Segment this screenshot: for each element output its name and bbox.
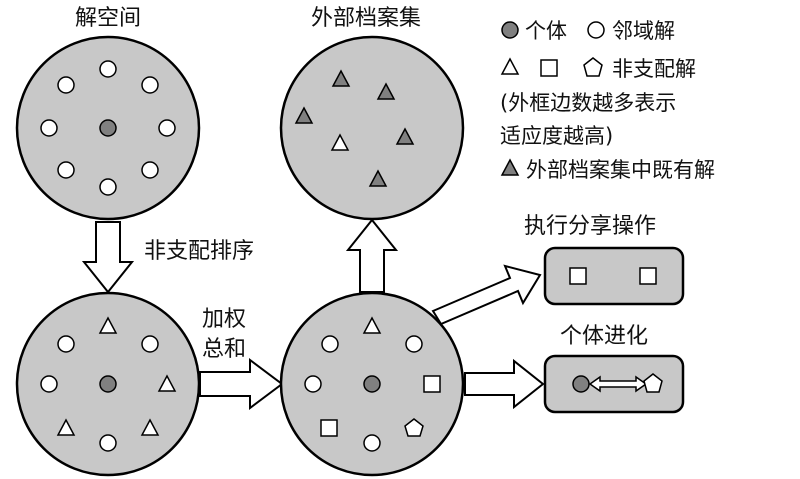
neighborhood-circle-icon (141, 161, 159, 179)
triangle-icon (56, 418, 76, 436)
neighborhood-circle-icon (40, 119, 58, 137)
archive-triangle-icon (500, 158, 520, 176)
combined-solutions (304, 316, 441, 452)
legend-note-line2: 适应度越高) (500, 124, 613, 148)
neighborhood-circle-icon (405, 335, 423, 353)
archive-solutions (294, 69, 415, 187)
sorted-population-node (15, 291, 201, 477)
neighborhood-circle-icon (141, 76, 159, 94)
neighborhood-circle-icon (99, 60, 117, 78)
individual-evolution-box (543, 354, 685, 414)
triangle-icon (98, 316, 118, 334)
arrow-up-icon (345, 218, 399, 293)
neighborhood-circle-icon (158, 119, 176, 137)
external-archive-label: 外部档案集 (311, 6, 421, 31)
square-icon (320, 419, 338, 437)
neighborhood-circle-icon (587, 21, 605, 39)
triangle-icon (330, 133, 350, 151)
legend-nondominated: 非支配解 (612, 57, 696, 81)
arrow-right-icon (199, 358, 284, 410)
individual-circle-icon (501, 21, 519, 39)
neighborhood-circle-icon (141, 335, 159, 353)
individual-circle-icon (363, 375, 381, 393)
neighborhood-circle-icon (57, 76, 75, 94)
archive-triangle-icon (294, 106, 314, 124)
solution-space-label: 解空间 (75, 6, 141, 31)
neighborhood-solutions (40, 60, 176, 196)
triangle-icon (500, 57, 520, 75)
pentagon-icon (404, 418, 424, 437)
weighted-sum-label-line1: 加权 (202, 307, 246, 332)
weighted-sum-label-line2: 总和 (202, 337, 246, 362)
solution-space-node (15, 35, 201, 221)
neighborhood-circle-icon (363, 434, 381, 452)
share-operation-rect (543, 246, 685, 306)
share-operation-label: 执行分享操作 (524, 214, 656, 239)
neighborhood-circle-icon (321, 335, 339, 353)
sorted-solutions (40, 316, 177, 452)
triangle-icon (362, 316, 382, 334)
archive-triangle-icon (376, 82, 396, 100)
nondominated-sort-label: 非支配排序 (144, 239, 254, 264)
individual-circle-icon (99, 119, 117, 137)
individual-evolution-label: 个体进化 (560, 324, 648, 349)
arrow-diagonal-icon (431, 264, 542, 326)
square-icon (639, 267, 657, 285)
external-archive-circle (279, 35, 465, 221)
neighborhood-circle-icon (57, 161, 75, 179)
individual-circle-icon (572, 375, 590, 393)
share-operation-box (543, 246, 685, 306)
external-archive-node (279, 35, 465, 221)
arrow-right-icon (464, 358, 545, 410)
legend-neighborhood: 邻域解 (612, 19, 675, 43)
legend-note-line1: (外框边数越多表示 (500, 91, 676, 115)
neighborhood-circle-icon (57, 335, 75, 353)
neighborhood-circle-icon (99, 434, 117, 452)
legend-individual: 个体 (525, 19, 567, 43)
arrow-down-icon (81, 221, 135, 294)
square-icon (423, 375, 441, 393)
neighborhood-circle-icon (99, 178, 117, 196)
neighborhood-circle-icon (304, 375, 322, 393)
pentagon-icon (583, 57, 603, 77)
individual-circle-icon (99, 375, 117, 393)
archive-triangle-icon (331, 69, 351, 87)
square-icon (540, 59, 558, 77)
triangle-icon (157, 374, 177, 392)
neighborhood-circle-icon (40, 375, 58, 393)
archive-triangle-icon (395, 127, 415, 145)
pentagon-icon (643, 373, 663, 393)
combined-population-node (279, 291, 465, 477)
square-icon (569, 267, 587, 285)
legend-archive-existing: 外部档案集中既有解 (526, 158, 715, 182)
triangle-icon (140, 418, 160, 436)
archive-triangle-icon (368, 169, 388, 187)
legend: 个体 邻域解 非支配解 (外框边数越多表示 适应度越高) 外部档案集中既有解 (500, 19, 715, 182)
